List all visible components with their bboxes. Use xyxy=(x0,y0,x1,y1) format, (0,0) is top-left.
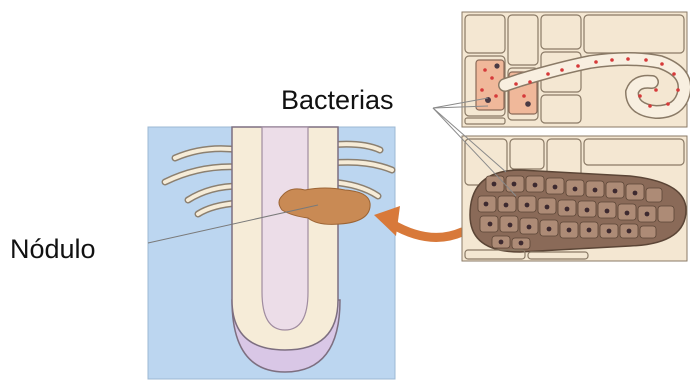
nodule-tissue-panel xyxy=(462,136,687,261)
root-panel xyxy=(148,127,395,379)
infection-thread-panel xyxy=(462,12,687,127)
root-stele xyxy=(262,127,308,330)
bacterias-label: Bacterias xyxy=(281,87,394,114)
nodulo-label: Nódulo xyxy=(10,236,96,263)
